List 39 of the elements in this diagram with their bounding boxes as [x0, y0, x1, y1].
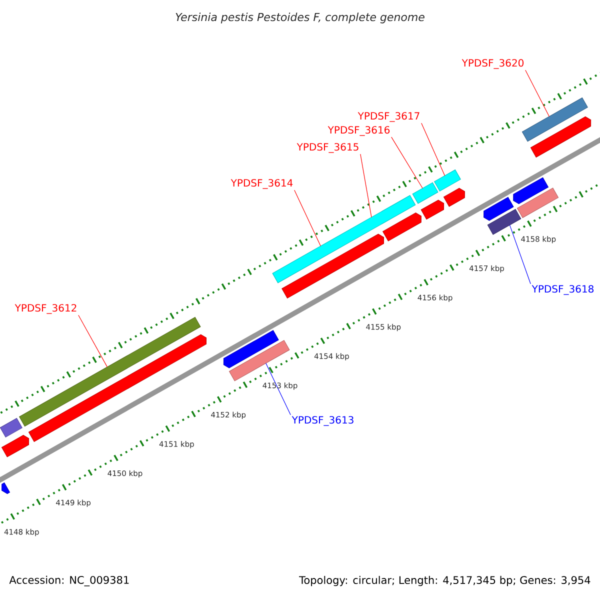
leader-line	[525, 70, 550, 117]
gene-feature	[223, 330, 279, 368]
footer-text: Accession: NC_009381	[9, 576, 129, 586]
gene-track-bar	[522, 98, 588, 142]
gene-feature	[2, 434, 30, 458]
gene-track-bar	[19, 316, 201, 427]
gene-track-bar	[434, 170, 461, 192]
gene-track-bar	[0, 418, 22, 438]
leader-line	[391, 136, 423, 189]
gene-feature	[282, 234, 384, 298]
gene-feature	[484, 197, 514, 221]
gene-label: YPDSF_3612	[14, 304, 76, 314]
gene-track-bar	[272, 195, 416, 284]
gene-track-bar	[229, 340, 290, 382]
leader-line	[78, 314, 108, 368]
gene-label: YPDSF_3614	[230, 179, 293, 189]
gene-track-bar	[412, 182, 438, 204]
leader-line	[509, 224, 531, 284]
gene-track-bar	[516, 188, 559, 218]
gene-label: YPDSF_3617	[358, 112, 420, 122]
gene-feature	[513, 177, 549, 204]
leader-line	[266, 362, 291, 416]
title: Yersinia pestis Pestoides F, complete genome	[176, 12, 424, 24]
gene-feature	[28, 334, 207, 442]
gene-feature	[420, 200, 444, 220]
gene-feature	[382, 212, 422, 242]
gene-feature	[2, 482, 10, 494]
gene-feature	[443, 188, 465, 207]
footer-text: Topology: circular; Length: 4,517,345 bp; Genes: 3,954	[299, 576, 590, 586]
gene-label: YPDSF_3615	[296, 143, 358, 153]
leader-line	[294, 190, 321, 246]
gene-label: YPDSF_3616	[328, 126, 390, 136]
gene-track-bar	[487, 208, 522, 235]
leader-line	[421, 122, 446, 176]
gene-label: YPDSF_3618	[532, 285, 594, 295]
leader-line	[360, 154, 372, 218]
gene-feature	[530, 116, 592, 158]
gene-label: YPDSF_3613	[292, 416, 354, 426]
gene-label: YPDSF_3620	[462, 59, 524, 69]
